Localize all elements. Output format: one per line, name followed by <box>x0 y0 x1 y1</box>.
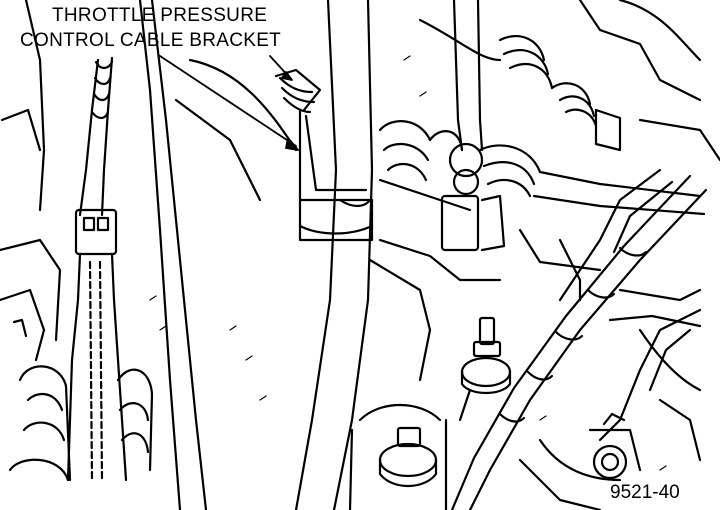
cable-bracket <box>274 68 374 242</box>
right-bracket <box>518 308 702 510</box>
callout-leader-lines <box>159 55 299 151</box>
left-housing <box>0 0 298 510</box>
vertical-rod <box>294 0 374 510</box>
top-right-cable <box>418 0 720 162</box>
center-shaft-assembly <box>378 0 706 252</box>
lower-housing <box>368 228 702 392</box>
callout-label-line-1: THROTTLE PRESSURE <box>52 5 268 26</box>
left-cable-assembly <box>0 56 154 482</box>
shading-marks <box>149 55 667 471</box>
center-stud <box>458 316 512 422</box>
callout-label-line-2: CONTROL CABLE BRACKET <box>20 30 282 51</box>
lower-left-stud <box>348 403 448 510</box>
figure-id: 9521-40 <box>610 482 680 503</box>
wire-harness <box>450 168 708 510</box>
